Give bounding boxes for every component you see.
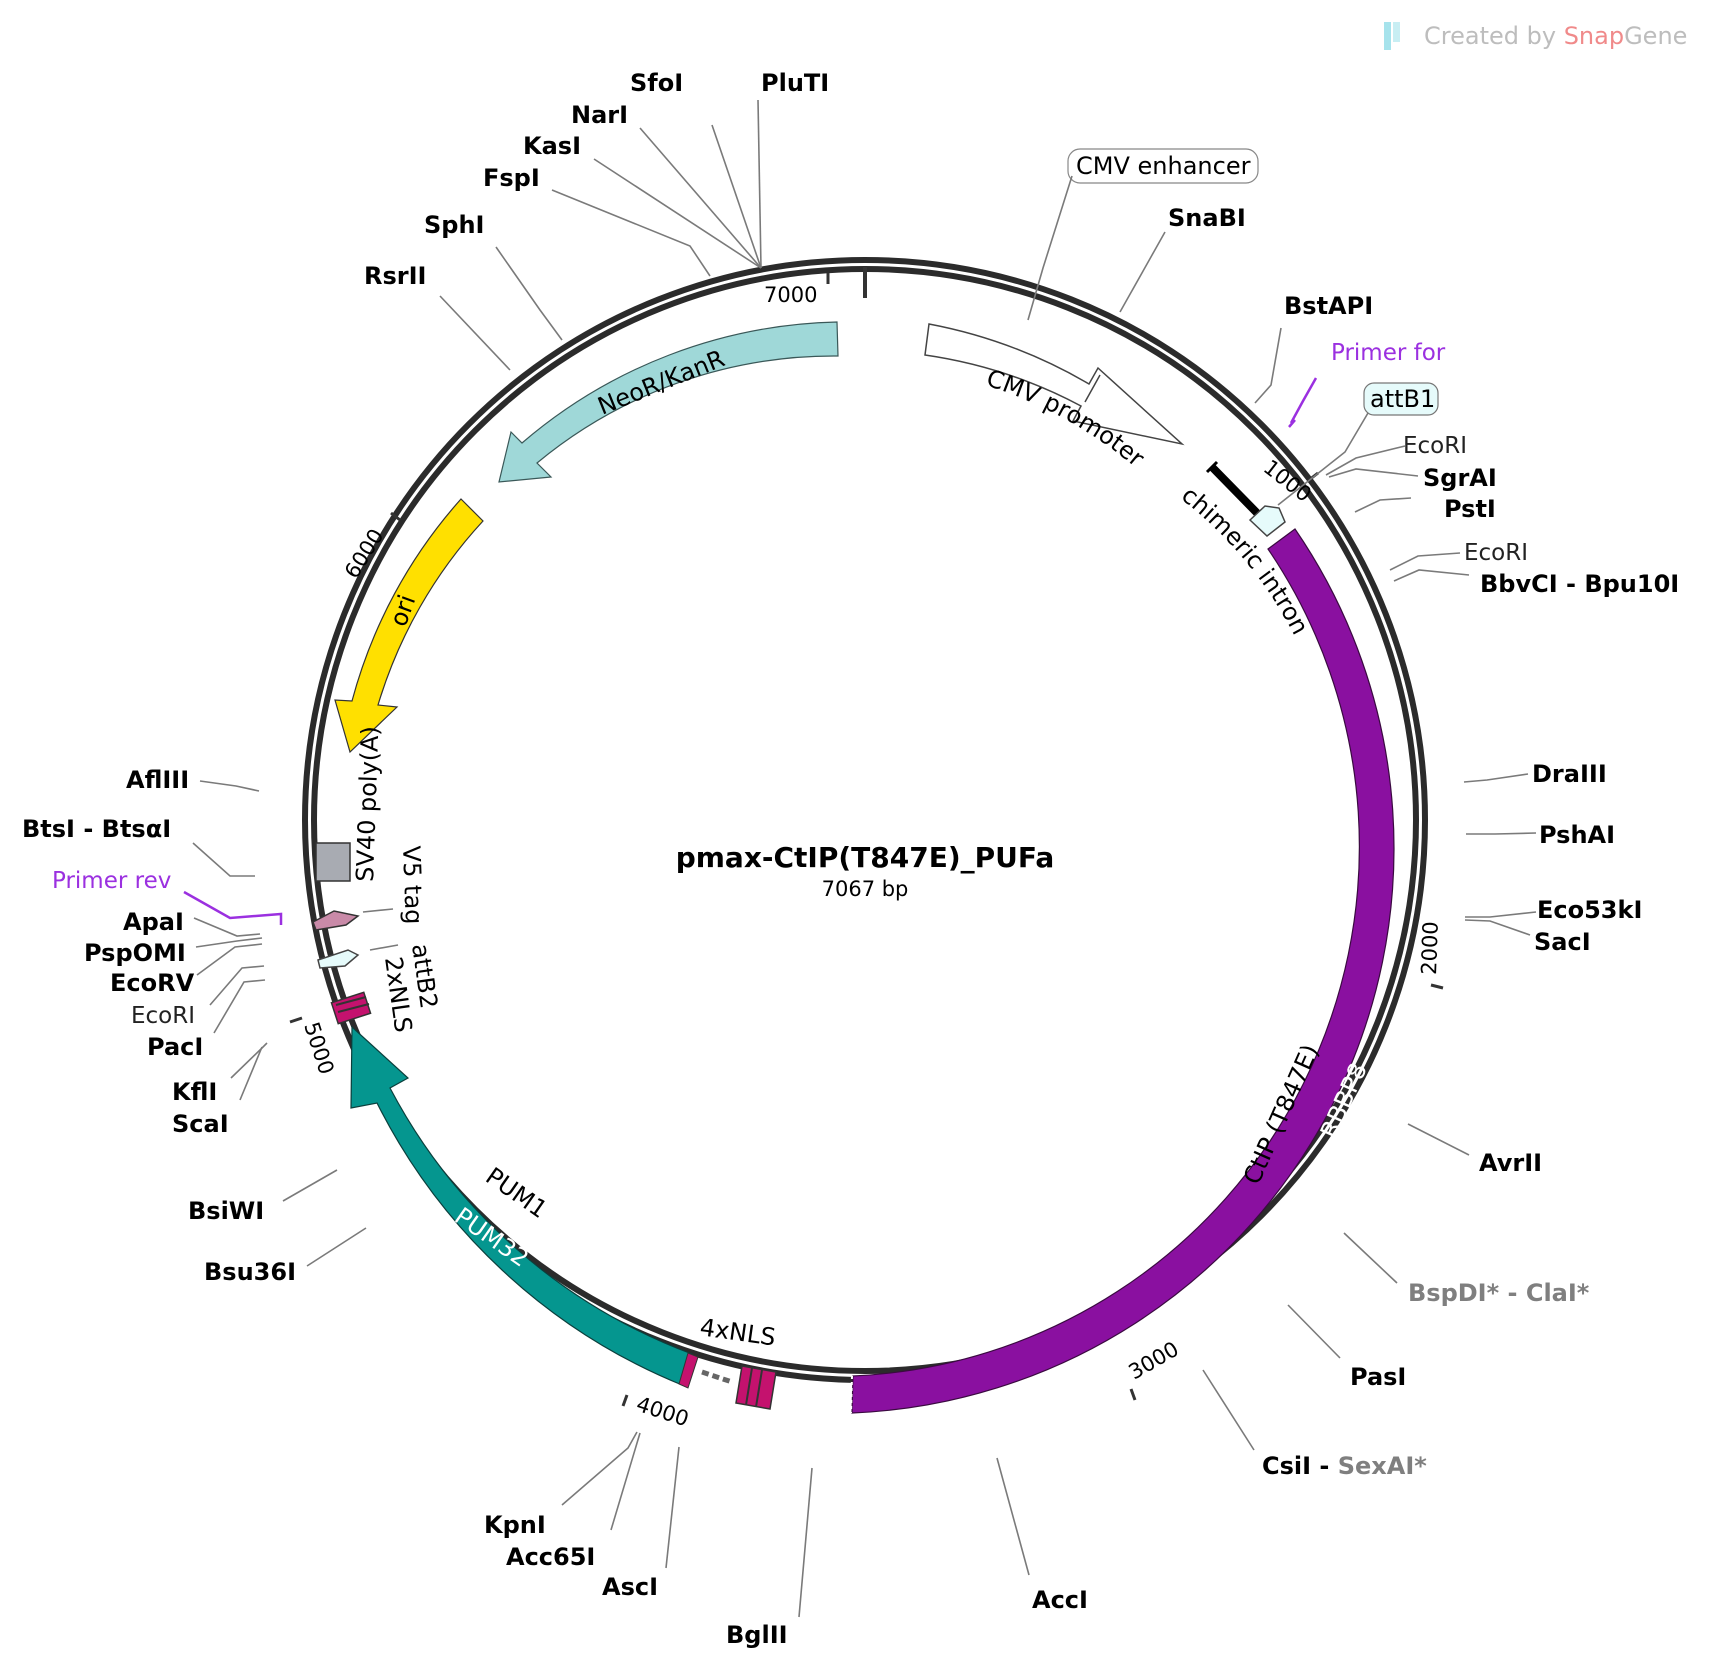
feature-cmv-promoter (924, 323, 1185, 446)
site-asci: AscI (602, 1573, 658, 1601)
site-kfli: KflI (172, 1078, 217, 1106)
watermark-prefix: Created by (1424, 22, 1556, 50)
svg-text:attB1: attB1 (1370, 385, 1435, 413)
site-draiii: DraIII (1532, 760, 1607, 788)
tick-label-2000: 2000 (1417, 921, 1443, 975)
feature-ori (334, 498, 484, 754)
site-bspdi-clai: BspDI* - ClaI* (1408, 1279, 1590, 1307)
site-csii-sexai: CsiI - SexAI* (1262, 1452, 1427, 1480)
site-bstapi: BstAPI (1284, 292, 1373, 320)
plasmid-name: pmax-CtIP(T847E)_PUFa (676, 841, 1055, 874)
site-kasi: KasI (523, 132, 581, 160)
feature-neor-kanr (498, 321, 839, 483)
site-avrii: AvrII (1479, 1149, 1542, 1177)
site-sgrai: SgrAI (1423, 464, 1497, 492)
site-ecori-1: EcoRI (1403, 433, 1467, 459)
feature-v5-tag (312, 910, 360, 931)
site-apai: ApaI (123, 908, 184, 936)
site-bbvci-bpu10i: BbvCI - Bpu10I (1480, 570, 1679, 598)
feature-attB1 (1248, 505, 1286, 537)
site-pasi: PasI (1350, 1363, 1406, 1391)
primer-for-label: Primer for (1331, 340, 1446, 366)
site-scai: ScaI (172, 1110, 229, 1138)
feature-label-sv40-polya: SV40 poly(A) (351, 726, 384, 883)
primer-rev-label: Primer rev (52, 868, 171, 894)
site-acc65i: Acc65I (506, 1543, 595, 1571)
snapgene-logo-icon (1384, 22, 1391, 50)
site-ecori-2: EcoRI (1464, 540, 1528, 566)
tick-label-7000: 7000 (764, 283, 817, 307)
site-bsu36i: Bsu36I (204, 1258, 296, 1286)
feature-label-pum1: PUM1 (481, 1162, 553, 1224)
features: CMV enhancer CMV promoter chimeric intro… (312, 148, 1439, 1414)
tick-label-5000: 5000 (299, 1019, 338, 1077)
site-fspi: FspI (483, 164, 540, 192)
svg-text:CMV enhancer: CMV enhancer (1076, 152, 1251, 180)
site-snabi: SnaBI (1168, 204, 1246, 232)
site-rsrii: RsrII (364, 262, 426, 290)
site-acci: AccI (1032, 1586, 1088, 1614)
primers: Primer for Primer rev (52, 340, 1446, 925)
watermark-brand-b: Gene (1624, 22, 1687, 50)
plasmid-length: 7067 bp (822, 877, 909, 901)
site-bglii: BglII (726, 1621, 788, 1649)
snapgene-watermark: Created by SnapGene (1384, 22, 1687, 50)
site-sfoi: SfoI (630, 69, 683, 97)
feature-rbbp8 (851, 528, 1395, 1414)
site-afliii: AflIII (126, 766, 189, 794)
feature-chimeric-intron (1209, 464, 1261, 517)
site-leaders (192, 99, 1537, 1618)
site-sphi: SphI (424, 211, 484, 239)
site-ecori-3: EcoRI (131, 1003, 195, 1029)
site-psti: PstI (1444, 495, 1496, 523)
feature-attB2 (317, 949, 360, 969)
site-paci: PacI (147, 1033, 203, 1061)
site-kpni: KpnI (484, 1511, 546, 1539)
feature-4xnls (735, 1365, 777, 1410)
feature-label-v5-tag: V5 tag (397, 845, 428, 925)
tick-label-3000: 3000 (1125, 1337, 1183, 1385)
feature-label-attB1: attB1 (1363, 382, 1439, 416)
site-saci: SacI (1534, 928, 1591, 956)
site-pshai: PshAI (1539, 821, 1615, 849)
site-labels: SnaBI BstAPI EcoRI SgrAI PstI EcoRI BbvC… (22, 69, 1679, 1649)
site-ecorv: EcoRV (110, 969, 195, 997)
svg-text:Created by SnapGene: Created by SnapGene (1424, 22, 1687, 50)
tick-label-4000: 4000 (633, 1392, 691, 1431)
site-nari: NarI (571, 101, 628, 129)
site-pluti: PluTI (761, 69, 829, 97)
watermark-brand-a: Snap (1564, 22, 1624, 50)
site-eco53ki: Eco53kI (1537, 896, 1642, 924)
feature-label-cmv-enhancer: CMV enhancer (1067, 148, 1259, 184)
feature-pum1 (350, 1025, 693, 1386)
site-pspomi: PspOMI (84, 939, 186, 967)
feature-sv40-polya (315, 842, 351, 882)
site-btsi-btsai: BtsI - BtsαI (22, 815, 171, 843)
site-bsiwi: BsiWI (188, 1197, 264, 1225)
